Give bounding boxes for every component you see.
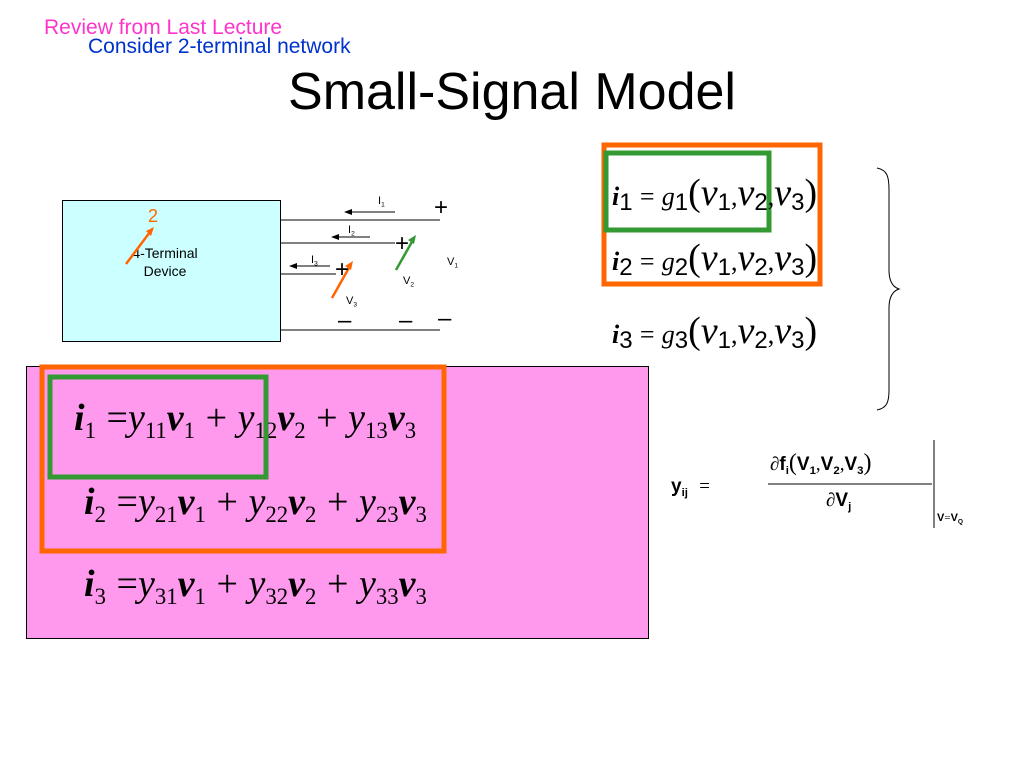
- linear-eq-2: i2 =y21v1 + y22v2 + y23v3: [84, 481, 427, 527]
- plus-sign-1: +: [434, 194, 449, 221]
- linear-eq-1: i1 =y11v1 + y12v2 + y13v3: [74, 397, 417, 443]
- orange-arrowhead-device: [146, 227, 154, 236]
- voltage-label-2: V2: [403, 275, 415, 289]
- plus-sign-2: +: [395, 230, 410, 257]
- voltage-label-1: V1: [447, 256, 459, 270]
- subtitle: Consider 2-terminal network: [88, 35, 351, 58]
- green-arrow-v2: [394, 239, 415, 271]
- green-highlight-right: [603, 150, 772, 233]
- orange-highlight-left: [39, 364, 447, 554]
- device-box: [62, 200, 281, 342]
- current-arrowhead-2: [331, 234, 339, 240]
- voltage-label-3: V3: [346, 295, 358, 309]
- current-arrowhead-1: [344, 209, 352, 215]
- orange-arrow-device: [125, 231, 151, 265]
- yij-evaluation-point: V=VQ: [937, 512, 964, 526]
- orange-arrowhead-v3: [345, 261, 353, 270]
- nonlinear-eq-1: i1 = g1(v1,v2,v3): [612, 172, 818, 216]
- current-arrowhead-3: [289, 263, 297, 269]
- minus-sign-1: –: [438, 305, 452, 332]
- plus-sign-3: +: [335, 256, 350, 283]
- current-label-1: I1: [378, 195, 385, 209]
- linear-eq-3: i3 =y31v1 + y32v2 + y33v3: [84, 563, 427, 609]
- nonlinear-eq-3: i3 = g3(v1,v2,v3): [612, 310, 818, 354]
- green-highlight-left: [47, 374, 269, 480]
- device-label: 4-Terminal Device: [132, 245, 198, 279]
- terminal-number: 2: [148, 206, 159, 226]
- y-parameter-panel: [26, 366, 649, 639]
- yij-lhs: yij =: [671, 476, 710, 499]
- minus-sign-3: –: [338, 307, 352, 334]
- right-brace: [876, 167, 901, 411]
- slide-title: Small-Signal Model: [288, 63, 736, 121]
- green-arrowhead-v2: [408, 235, 416, 244]
- orange-arrow-v3: [330, 265, 352, 299]
- yij-denominator: ∂Vj: [826, 490, 852, 513]
- review-kicker: Review from Last Lecture: [44, 16, 283, 39]
- nonlinear-eq-2: i2 = g2(v1,v2,v3): [612, 237, 818, 281]
- current-label-2: I2: [348, 224, 355, 238]
- current-label-3: I3: [311, 254, 318, 268]
- minus-sign-2: –: [399, 307, 413, 334]
- yij-numerator: ∂fi(V1,V2,V3): [770, 450, 872, 477]
